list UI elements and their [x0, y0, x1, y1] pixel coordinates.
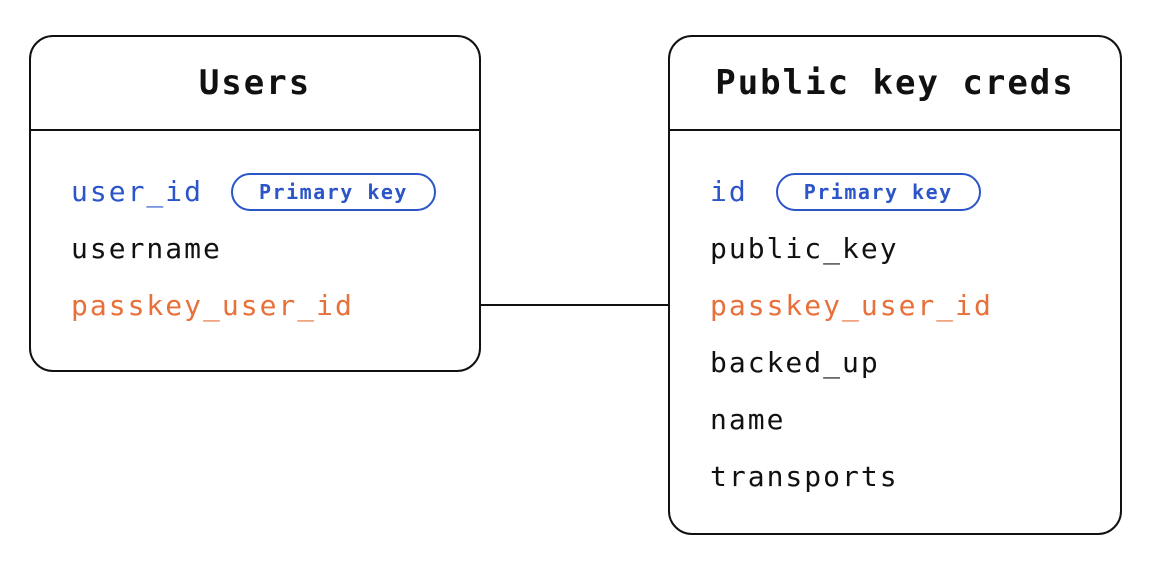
field-row: user_id Primary key — [71, 163, 479, 220]
field-row: public_key — [710, 220, 1120, 277]
relationship-line — [481, 304, 668, 306]
table-users: Users user_id Primary key username passkey_… — [29, 35, 481, 372]
field-name: public_key — [710, 232, 899, 265]
field-name: passkey_user_id — [71, 289, 354, 322]
primary-key-badge: Primary key — [231, 172, 436, 211]
field-row: passkey_user_id — [71, 277, 479, 334]
field-name: username — [71, 232, 222, 265]
field-row: passkey_user_id — [710, 277, 1120, 334]
field-row: backed_up — [710, 334, 1120, 391]
table-public-key-creds: Public key creds id Primary key public_key… — [668, 35, 1122, 535]
field-name: id — [710, 175, 748, 208]
field-row: id Primary key — [710, 163, 1120, 220]
table-users-title: Users — [31, 37, 479, 131]
field-name: passkey_user_id — [710, 289, 993, 322]
field-name: user_id — [71, 175, 204, 208]
table-users-fields: user_id Primary key username passkey_user_i… — [31, 131, 479, 334]
field-row: username — [71, 220, 479, 277]
field-name: name — [710, 403, 786, 436]
table-public-key-creds-title: Public key creds — [670, 37, 1120, 131]
primary-key-badge: Primary key — [775, 172, 981, 211]
field-row: transports — [710, 448, 1120, 505]
field-name: backed_up — [710, 346, 880, 379]
field-name: transports — [710, 460, 899, 493]
field-row: name — [710, 391, 1120, 448]
